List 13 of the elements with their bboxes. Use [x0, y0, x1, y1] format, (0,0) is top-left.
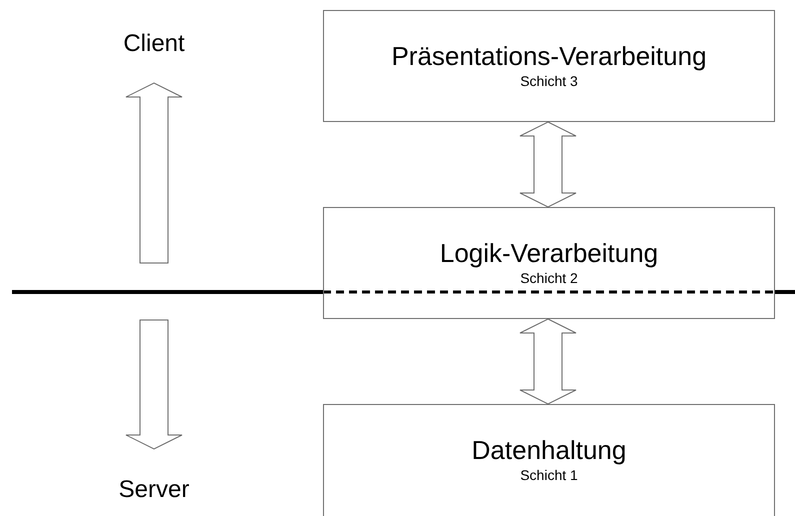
layer-number: Schicht 3 — [519, 73, 579, 89]
double-block-arrow — [520, 318, 576, 405]
layer-box — [323, 207, 775, 319]
side-label: Server — [118, 476, 190, 504]
layer-title: Logik-Verarbeitung — [438, 238, 660, 268]
layer-box — [323, 10, 775, 122]
layer-box — [323, 404, 775, 516]
layer-number: Schicht 2 — [519, 270, 579, 286]
double-block-arrow — [520, 121, 576, 208]
side-label: Client — [123, 30, 185, 58]
layer-title: Datenhaltung — [470, 435, 628, 465]
layer-title: Präsentations-Verarbeitung — [390, 41, 708, 71]
layer-number: Schicht 1 — [519, 467, 579, 483]
